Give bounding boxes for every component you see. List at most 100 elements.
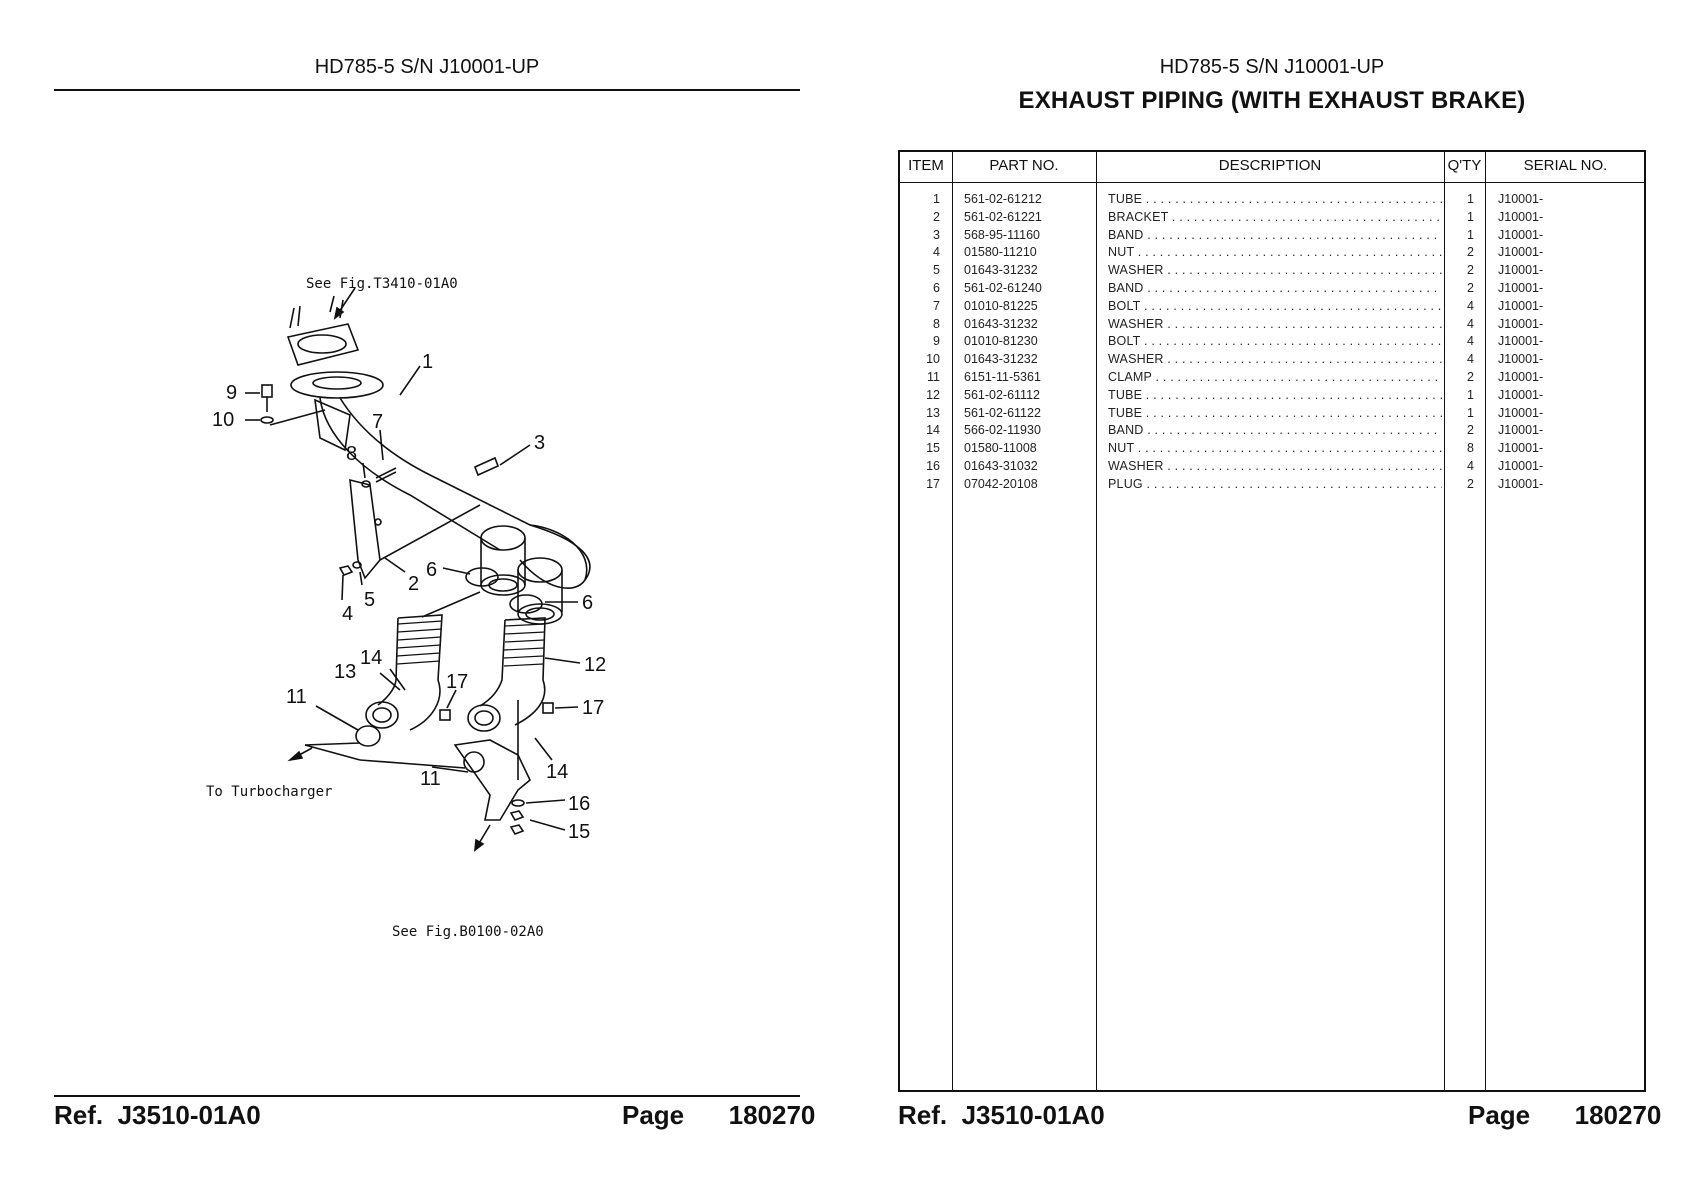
page-label: Page (1468, 1100, 1531, 1130)
page-number: 180270 (1574, 1100, 1662, 1130)
row-description: PLUG . . . . . . . . . . . . . . . . . .… (1108, 476, 1442, 491)
exhaust-piping-diagram: See Fig.T3410-01A0 To Turbocharger See F… (206, 276, 606, 940)
row-description: WASHER . . . . . . . . . . . . . . . . .… (1108, 263, 1442, 278)
callout-6b: 6 (582, 592, 593, 614)
row-part-no: 01643-31232 (964, 263, 1038, 278)
row-item: 9 (933, 334, 940, 349)
row-description: BRACKET . . . . . . . . . . . . . . . . … (1108, 209, 1442, 224)
top-flange (286, 323, 360, 366)
table-row: 2 561-02-61221 BRACKET . . . . . . . . . .… (900, 210, 1644, 228)
row-serial: J10001- (1498, 209, 1544, 224)
row-serial: J10001- (1498, 227, 1544, 242)
callout-13: 13 (334, 661, 356, 683)
table-row: 11 6151-11-5361 CLAMP . . . . . . . . . . … (900, 370, 1644, 388)
row-part-no: 01643-31232 (964, 316, 1038, 331)
row-item: 13 (926, 405, 940, 420)
row-part-no: 561-02-61122 (964, 405, 1041, 420)
row-qty: 2 (1467, 423, 1474, 438)
row-part-no: 01010-81230 (964, 334, 1038, 349)
row-qty: 1 (1467, 192, 1474, 206)
row-qty: 8 (1467, 441, 1474, 456)
row-serial: J10001- (1498, 334, 1544, 349)
col-sep-3 (1444, 152, 1445, 1090)
left-footer-page: Page 180270 (622, 1100, 815, 1131)
row-serial: J10001- (1498, 281, 1544, 295)
left-footer-ref: Ref. J3510-01A0 (54, 1100, 261, 1131)
callout-7: 7 (372, 411, 383, 433)
page-title: EXHAUST PIPING (WITH EXHAUST BRAKE) (1018, 87, 1526, 114)
callout-2: 2 (408, 573, 419, 595)
row-part-no: 561-02-61112 (964, 387, 1040, 402)
row-serial: J10001- (1498, 192, 1544, 206)
row-part-no: 561-02-61221 (964, 209, 1042, 224)
row-part-no: 01643-31032 (964, 459, 1038, 473)
row-item: 2 (933, 209, 940, 224)
left-header-rule (54, 89, 800, 91)
row-serial: J10001- (1498, 370, 1544, 384)
callout-8: 8 (346, 443, 357, 465)
row-part-no: 568-95-11160 (964, 227, 1040, 242)
row-part-no: 561-02-61212 (964, 192, 1042, 206)
row-part-no: 07042-20108 (964, 476, 1038, 491)
row-part-no: 01010-81225 (964, 298, 1038, 313)
callout-12: 12 (584, 654, 606, 676)
row-description: BAND . . . . . . . . . . . . . . . . . .… (1108, 423, 1442, 438)
row-serial: J10001- (1498, 316, 1544, 331)
row-serial: J10001- (1498, 298, 1544, 313)
row-part-no: 6151-11-5361 (964, 370, 1041, 384)
row-serial: J10001- (1498, 423, 1544, 438)
row-description: BAND . . . . . . . . . . . . . . . . . .… (1108, 281, 1442, 295)
left-footer-rule (54, 1095, 800, 1097)
row-item: 4 (933, 245, 940, 260)
row-qty: 4 (1467, 352, 1474, 367)
row-item: 6 (933, 281, 940, 295)
row-part-no: 01580-11008 (964, 441, 1037, 456)
header-qty: Q'TY (1447, 157, 1482, 174)
row-serial: J10001- (1498, 441, 1544, 456)
callout-14: 14 (360, 647, 382, 669)
header-item: ITEM (908, 157, 944, 174)
table-row: 1 561-02-61212 TUBE . . . . . . . . . . . … (900, 192, 1644, 210)
callout-14b: 14 (546, 761, 568, 783)
page-label: Page (622, 1100, 685, 1130)
row-part-no: 01580-11210 (964, 245, 1037, 260)
row-qty: 4 (1467, 298, 1474, 313)
row-part-no: 566-02-11930 (964, 423, 1041, 438)
parts-table: ITEM PART NO. DESCRIPTION Q'TY SERIAL NO… (898, 150, 1646, 1092)
row-description: BAND . . . . . . . . . . . . . . . . . .… (1108, 227, 1442, 242)
callout-6: 6 (426, 559, 437, 581)
header-description: DESCRIPTION (1218, 157, 1322, 174)
see-fig-top-label: See Fig.T3410-01A0 (306, 276, 458, 292)
row-qty: 1 (1467, 387, 1474, 402)
callout-16: 16 (568, 793, 590, 815)
row-serial: J10001- (1498, 245, 1544, 260)
row-item: 16 (926, 459, 940, 473)
row-item: 11 (927, 370, 940, 384)
row-serial: J10001- (1498, 476, 1544, 491)
row-description: BOLT . . . . . . . . . . . . . . . . . .… (1108, 298, 1442, 313)
row-description: CLAMP . . . . . . . . . . . . . . . . . … (1108, 370, 1442, 384)
callout-5: 5 (364, 589, 375, 611)
header-part-no: PART NO. (989, 157, 1059, 174)
ref-label: Ref. (898, 1100, 948, 1130)
row-serial: J10001- (1498, 352, 1544, 367)
row-part-no: 01643-31232 (964, 352, 1038, 367)
row-description: TUBE . . . . . . . . . . . . . . . . . .… (1108, 192, 1442, 206)
row-serial: J10001- (1498, 405, 1544, 420)
row-qty: 2 (1467, 476, 1474, 491)
row-item: 5 (933, 263, 940, 278)
callout-4: 4 (342, 603, 353, 625)
col-sep-4 (1485, 152, 1486, 1090)
row-qty: 2 (1467, 263, 1474, 278)
callout-9: 9 (226, 382, 237, 404)
row-serial: J10001- (1498, 459, 1544, 473)
row-qty: 1 (1467, 405, 1474, 420)
row-qty: 4 (1467, 334, 1474, 349)
right-footer-ref: Ref. J3510-01A0 (898, 1100, 1105, 1131)
